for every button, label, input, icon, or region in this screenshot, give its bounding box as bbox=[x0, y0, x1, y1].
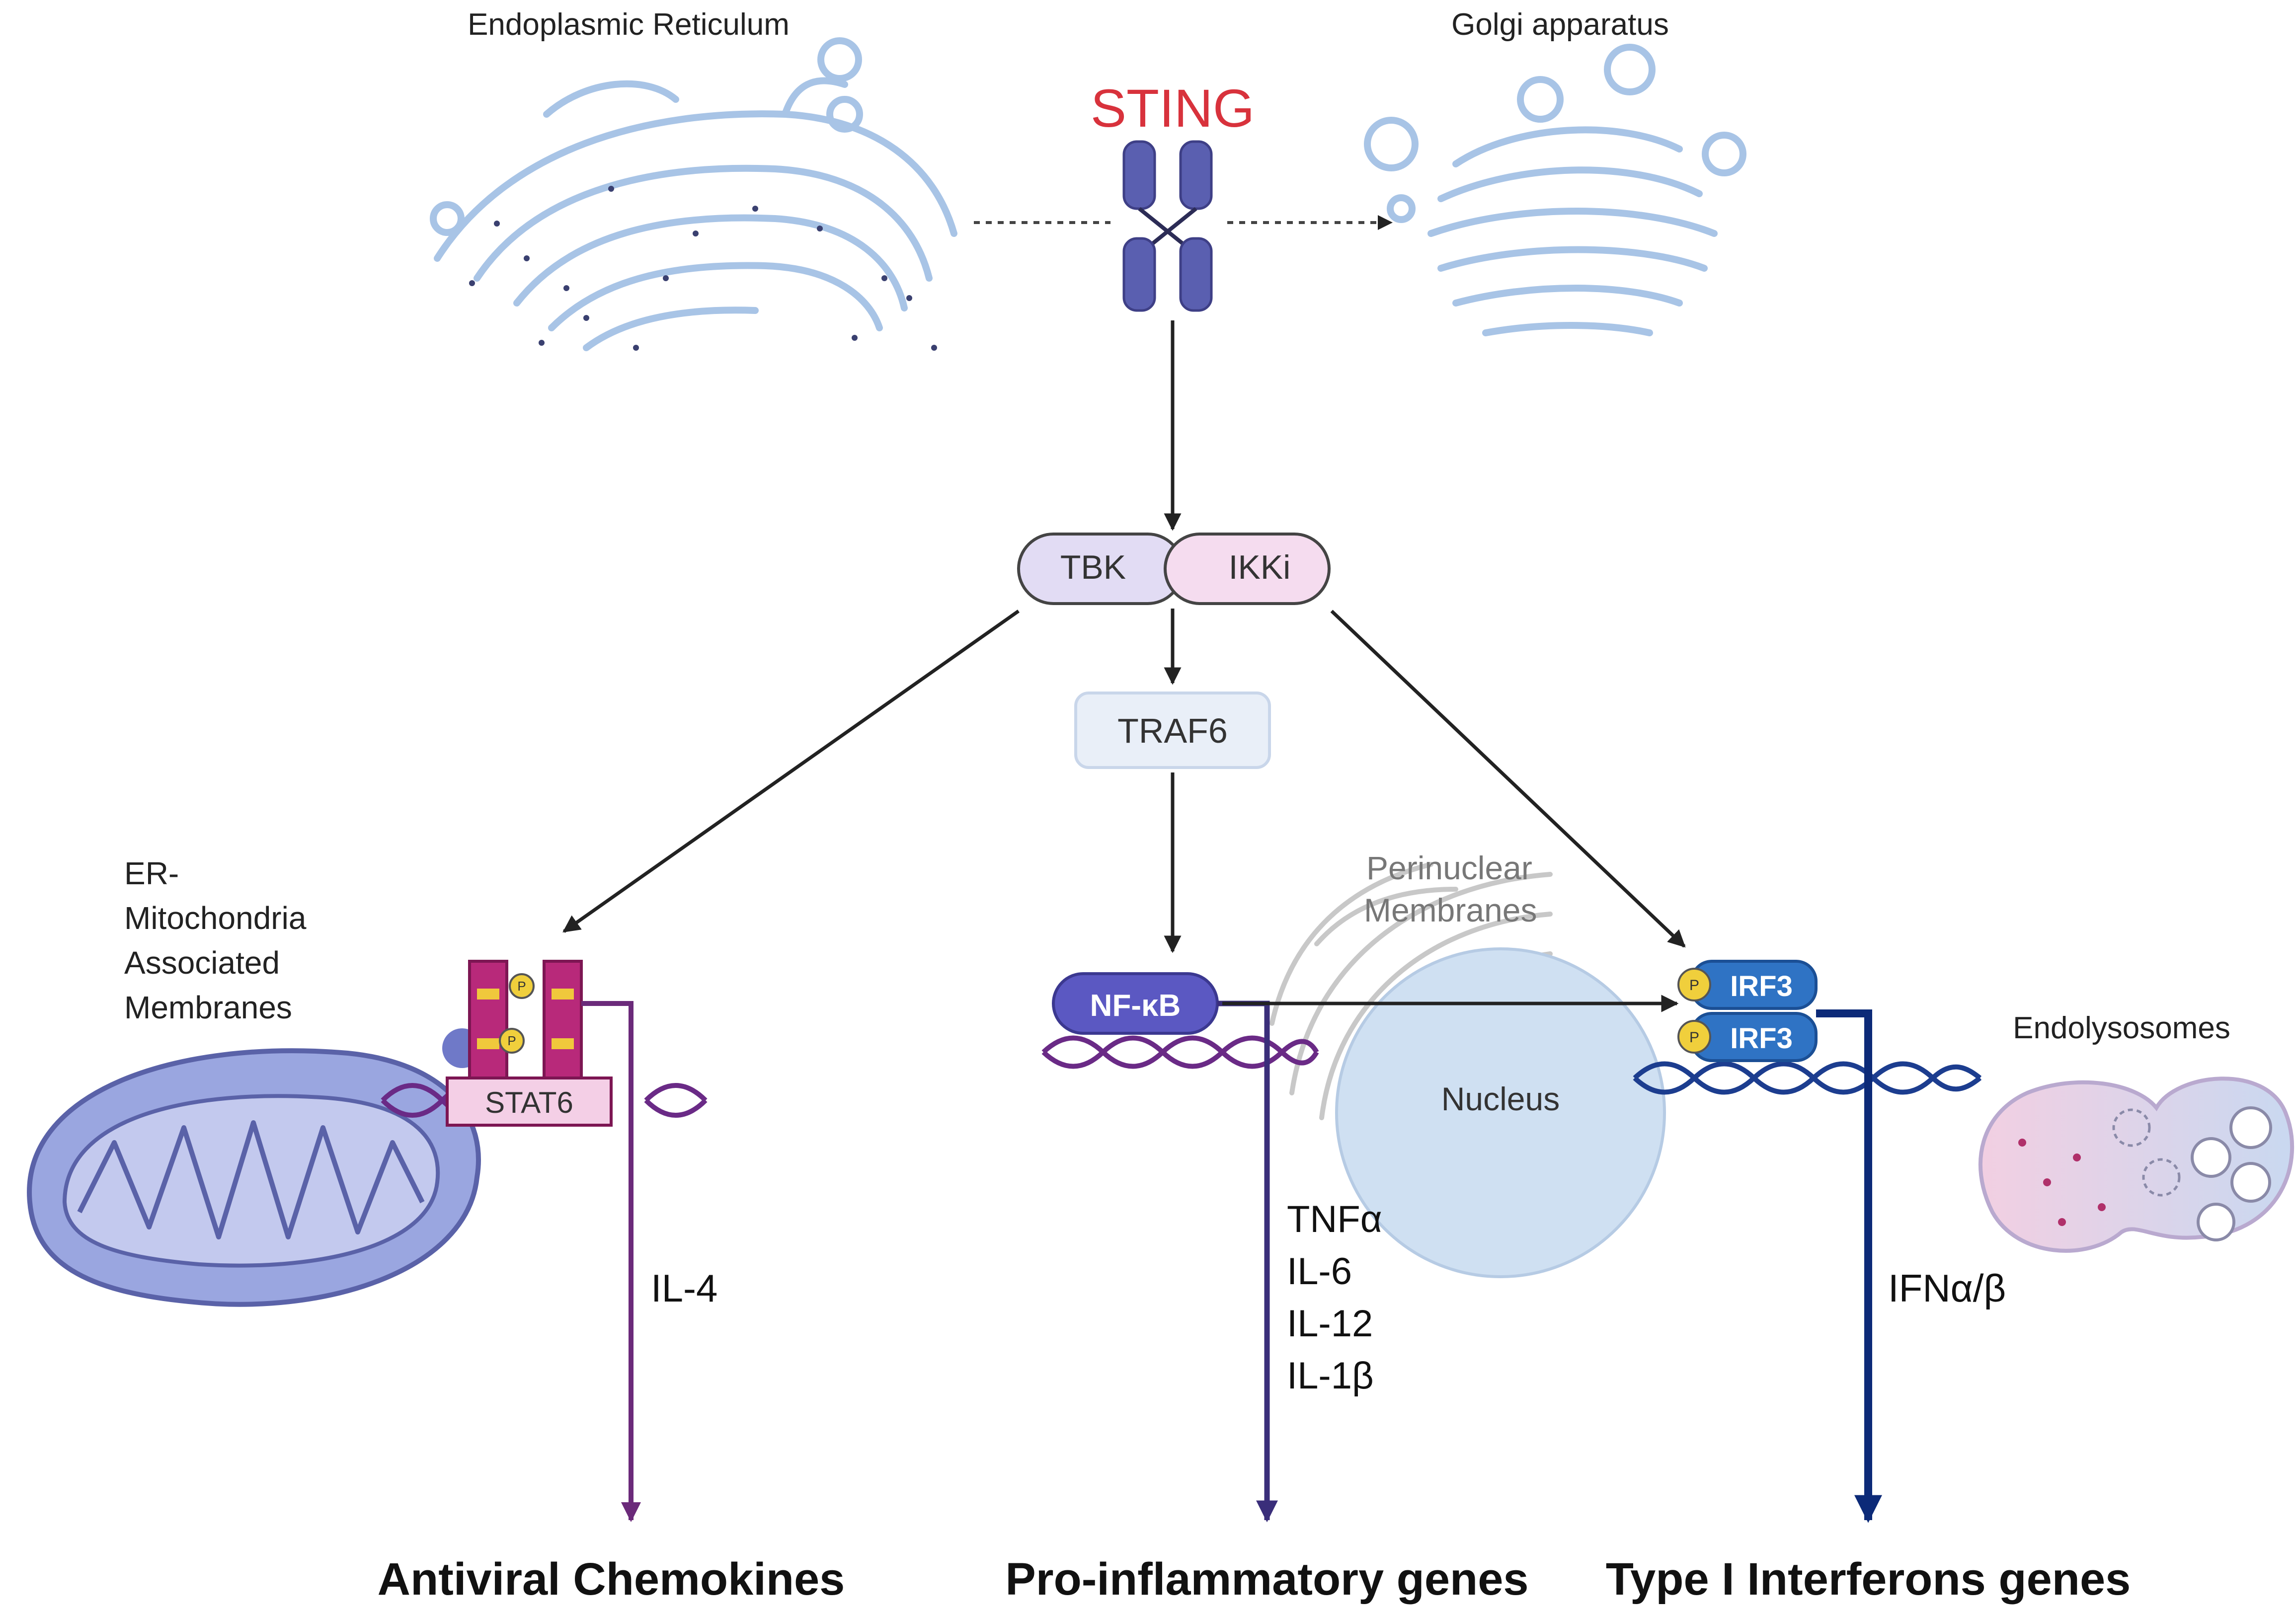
tbk-ikki-complex: TBK IKKi bbox=[1017, 533, 1331, 605]
irf3-phospho-2 bbox=[1677, 1020, 1711, 1054]
perinuclear-label-line-2: Membranes bbox=[1364, 892, 1537, 928]
stat6-phospho-1-label: P bbox=[517, 979, 526, 994]
irf3-pathway-arrow bbox=[1816, 1009, 1882, 1523]
irf3-dna-strand-2 bbox=[1633, 1061, 1982, 1095]
irf3-phospho-2-label: P bbox=[1689, 1029, 1699, 1046]
mam-label-line-1: ER- bbox=[124, 855, 179, 891]
stat6-dimer: P P bbox=[468, 960, 583, 1082]
irf3-dna bbox=[1633, 1061, 1982, 1095]
il4-label: IL-4 bbox=[651, 1266, 717, 1310]
nfkb-dna-strand-2 bbox=[1041, 1035, 1319, 1069]
golgi-label: Golgi apparatus bbox=[1451, 7, 1669, 42]
ikki-to-irf3-arrow bbox=[1330, 610, 1686, 948]
sting-label: STING bbox=[1091, 78, 1255, 138]
stat6-label: STAT6 bbox=[485, 1086, 573, 1119]
stat6-phospho-2 bbox=[499, 1028, 525, 1054]
nucleus bbox=[1335, 947, 1666, 1278]
cytokine-tnfa: TNFα bbox=[1287, 1198, 1382, 1240]
outcome-type-i-interferon-genes: Type I Interferons genes bbox=[1606, 1554, 2131, 1605]
irf3-top-label: IRF3 bbox=[1730, 970, 1793, 1002]
stat6-pathway-arrow bbox=[581, 1001, 641, 1522]
golgi-organelle bbox=[1364, 44, 1746, 336]
er-label: Endoplasmic Reticulum bbox=[468, 7, 790, 42]
traf6-label: TRAF6 bbox=[1117, 711, 1228, 750]
outcome-pro-inflammatory-genes: Pro-inflammatory genes bbox=[1005, 1554, 1528, 1605]
nucleus-label: Nucleus bbox=[1441, 1080, 1560, 1117]
stat6-box bbox=[446, 1077, 613, 1127]
ifn-label: IFNα/β bbox=[1888, 1266, 2006, 1310]
perinuclear-label-line-1: Perinuclear bbox=[1366, 849, 1532, 886]
sting-dimer bbox=[1122, 140, 1213, 312]
mam-label: ER- Mitochondria Associated Membranes bbox=[124, 855, 307, 1025]
irf3-dimer: IRF3 IRF3 P P bbox=[1677, 960, 1818, 1062]
cytokine-il6: IL-6 bbox=[1287, 1250, 1352, 1293]
mitochondria bbox=[27, 1048, 481, 1307]
tbk-label: TBK bbox=[1060, 548, 1126, 586]
mam-label-line-2: Mitochondria bbox=[124, 900, 307, 936]
cytokine-il12: IL-12 bbox=[1287, 1303, 1373, 1345]
cytokine-il1b: IL-1β bbox=[1287, 1355, 1374, 1397]
stat6-phospho-1 bbox=[509, 973, 535, 999]
nfkb-cytokine-list: TNFα IL-6 IL-12 IL-1β bbox=[1287, 1198, 1382, 1397]
irf3-phospho-1-label: P bbox=[1689, 977, 1699, 994]
endolysosome-label: Endolysosomes bbox=[2013, 1011, 2230, 1045]
stat6-phospho-2-label: P bbox=[507, 1033, 516, 1048]
mam-label-line-4: Membranes bbox=[124, 990, 292, 1025]
outcome-antiviral-chemokines: Antiviral Chemokines bbox=[378, 1554, 845, 1605]
perinuclear-label: Perinuclear Membranes bbox=[1364, 849, 1537, 928]
er-organelle bbox=[430, 37, 957, 351]
er-ribosomes bbox=[469, 186, 937, 351]
traf6-box bbox=[1074, 692, 1271, 769]
irf3-bottom-label: IRF3 bbox=[1730, 1022, 1793, 1055]
irf3-phospho-1 bbox=[1677, 968, 1711, 1001]
nfkb-label: NF-κB bbox=[1090, 989, 1181, 1023]
mam-label-line-3: Associated bbox=[124, 945, 280, 981]
nfkb-pathway-arrow bbox=[1217, 1000, 1278, 1523]
endolysosome bbox=[1978, 1077, 2294, 1253]
ikki-label: IKKi bbox=[1229, 548, 1291, 586]
ikki-box bbox=[1164, 533, 1331, 605]
tbk-to-stat6-arrow bbox=[562, 610, 1020, 933]
